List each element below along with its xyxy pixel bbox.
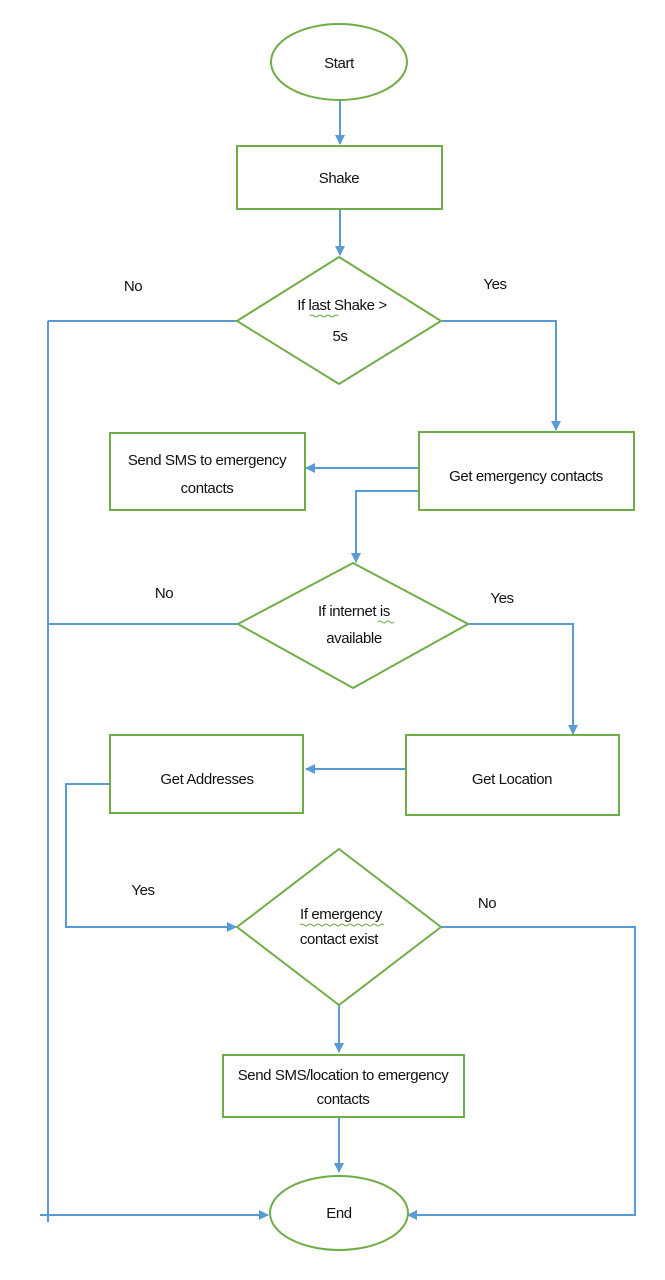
node-check-last-shake: If last Shake > 5s: [235, 255, 443, 386]
last-shake-no-label: No: [124, 278, 142, 295]
node-start: Start: [270, 23, 408, 101]
edge-labels: No Yes No Yes Yes No: [124, 276, 514, 912]
start-label: Start: [324, 55, 355, 72]
get-contacts-process-box: [418, 431, 635, 511]
edges: [40, 100, 636, 1222]
contact-decision-diamond: [235, 847, 443, 1007]
last-shake-line1: If last Shake >: [297, 297, 387, 314]
send-sms-line2: contacts: [181, 480, 234, 497]
internet-decision-diamond: [235, 561, 471, 690]
edge-last-shake-yes: [442, 320, 561, 431]
edge-contact-no: [407, 926, 636, 1220]
get-contacts-label: Get emergency contacts: [449, 468, 603, 485]
end-label: End: [326, 1205, 352, 1222]
edge-internet-yes: [468, 623, 578, 735]
spellcheck-underline: [309, 314, 339, 318]
start-terminal-shape: [270, 23, 408, 101]
node-end: End: [269, 1175, 409, 1251]
contact-line1: If emergency: [300, 906, 383, 923]
contact-yes-label: Yes: [131, 882, 154, 899]
node-check-internet: If internet is available: [235, 561, 471, 690]
edge-contacts-to-internet-check: [351, 490, 419, 563]
send-sms-process-box: [109, 432, 306, 511]
node-send-sms: Send SMS to emergency contacts: [109, 432, 306, 511]
internet-line1: If internet is: [318, 603, 390, 620]
node-check-contact: If emergency contact exist: [235, 847, 443, 1007]
internet-no-label: No: [155, 585, 173, 602]
node-send-sms-location: Send SMS/location to emergency contacts: [222, 1054, 465, 1118]
shake-label: Shake: [319, 170, 360, 187]
node-get-contacts: Get emergency contacts: [418, 431, 635, 511]
shake-process-box: [236, 145, 443, 210]
internet-line2: available: [326, 630, 382, 647]
send-sms-line1: Send SMS to emergency: [128, 452, 287, 469]
internet-yes-label: Yes: [490, 590, 513, 607]
last-shake-yes-label: Yes: [483, 276, 506, 293]
node-get-location: Get Location: [405, 734, 620, 816]
last-shake-decision-diamond: [235, 255, 443, 386]
contact-line2: contact exist: [300, 931, 379, 948]
node-shake: Shake: [236, 145, 443, 210]
spellcheck-underline: [377, 620, 395, 624]
node-get-addresses: Get Addresses: [109, 734, 304, 814]
get-location-label: Get Location: [472, 771, 552, 788]
spellcheck-underline: [299, 923, 385, 927]
get-addresses-process-box: [109, 734, 304, 814]
edge-addresses-to-contact-check: [65, 783, 237, 932]
send-sms-location-line1: Send SMS/location to emergency: [238, 1067, 450, 1084]
send-sms-location-process-box: [222, 1054, 465, 1118]
contact-no-label: No: [478, 895, 496, 912]
last-shake-line2: 5s: [332, 328, 347, 345]
send-sms-location-line2: contacts: [317, 1091, 370, 1108]
get-location-process-box: [405, 734, 620, 816]
get-addresses-label: Get Addresses: [160, 771, 253, 788]
end-terminal-shape: [269, 1175, 409, 1251]
